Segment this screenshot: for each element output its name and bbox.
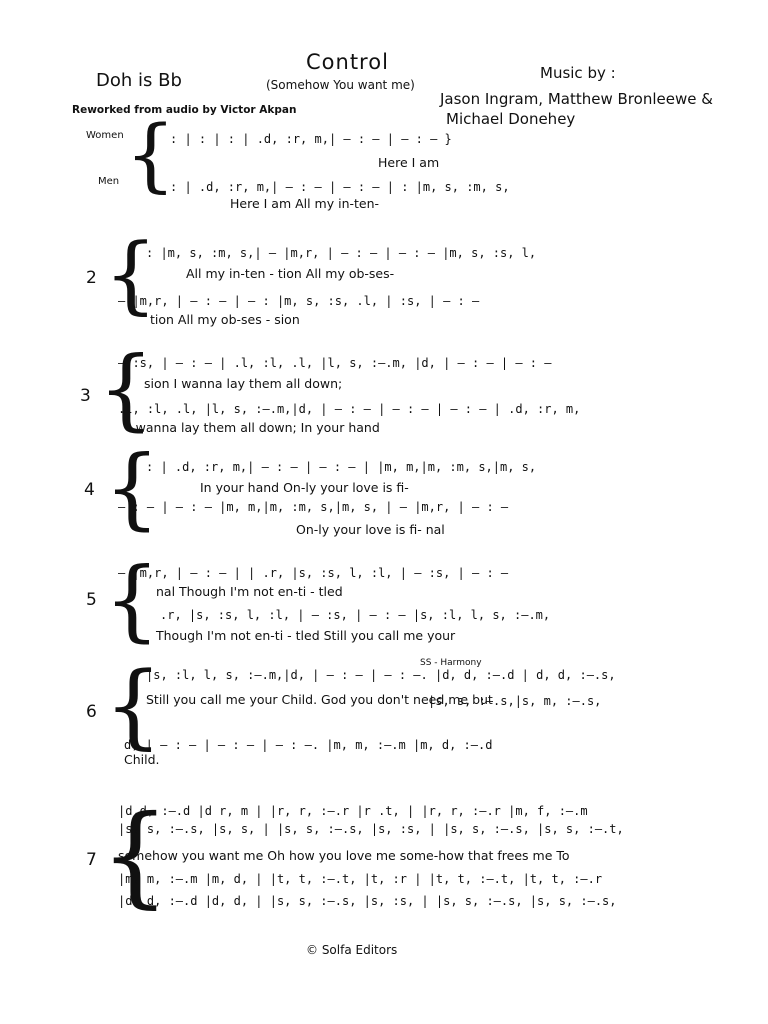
solfa-line: |m, m, :—.m |m, d, | |t, t, :—.t, |t, :r… bbox=[118, 872, 603, 886]
composer-label: Music by : bbox=[540, 64, 616, 82]
system-number: 7 bbox=[86, 850, 97, 870]
solfa-line: — |m,r, | — : — | | .r, |s, :s, l, :l, |… bbox=[118, 566, 509, 580]
lyric-line: Here I am bbox=[378, 155, 440, 170]
solfa-line: : |m, s, :m, s,| — |m,r, | — : — | — : —… bbox=[146, 246, 537, 260]
harmony-alt-line: |s, s, :—.s,|s, m, :—.s, bbox=[428, 694, 602, 708]
lyric-line: On-ly your love is fi- nal bbox=[296, 522, 445, 537]
solfa-line: .r, |s, :s, l, :l, | — :s, | — : — |s, :… bbox=[160, 608, 551, 622]
voice-label-men: Men bbox=[98, 176, 120, 187]
system-brace: { bbox=[104, 548, 160, 651]
lyric-line: Here I am All my in-ten- bbox=[230, 196, 380, 211]
system-brace: { bbox=[100, 791, 170, 919]
lyric-line: All my in-ten - tion All my ob-ses- bbox=[186, 266, 395, 281]
system-number: 4 bbox=[84, 480, 95, 500]
system-brace: { bbox=[104, 436, 160, 539]
solfa-alt-line: |s, s, :—.s, |s, s, | |s, s, :—.s, |s, :… bbox=[118, 822, 624, 836]
solfa-line: d, | — : — | — : — | — : —. |m, m, :—.m … bbox=[124, 738, 493, 752]
song-title: Control bbox=[306, 50, 389, 74]
voice-label-women: Women bbox=[86, 130, 124, 141]
song-subtitle: (Somehow You want me) bbox=[266, 78, 415, 92]
key-signature: Doh is Bb bbox=[96, 70, 182, 91]
rework-credit: Reworked from audio by Victor Akpan bbox=[72, 104, 297, 116]
system-brace: { bbox=[98, 337, 154, 440]
system-number: 3 bbox=[80, 386, 91, 406]
system-number: 2 bbox=[86, 268, 97, 288]
system-brace: { bbox=[104, 652, 163, 759]
lyric-line: In your hand On-ly your love is fi- bbox=[200, 480, 409, 495]
solfa-line: — : — | — : — |m, m,|m, :m, s,|m, s, | —… bbox=[118, 500, 509, 514]
solfa-line: : | .d, :r, m,| — : — | — : — | |m, m,|m… bbox=[146, 460, 537, 474]
lyric-line: sion I wanna lay them all down; bbox=[144, 376, 343, 391]
lyric-line: I wanna lay them all down; In your hand bbox=[128, 420, 380, 435]
solfa-line: .l, :l, .l, |l, s, :—.m,|d, | — : — | — … bbox=[118, 402, 581, 416]
composer-names-1: Jason Ingram, Matthew Bronleewe & bbox=[440, 90, 713, 108]
solfa-line: |d,d, :—.d |d r, m | |r, r, :—.r |r .t, … bbox=[118, 804, 588, 818]
solfa-line: |s, :l, l, s, :—.m,|d, | — : — | — : —. … bbox=[146, 668, 616, 682]
system-brace: { bbox=[125, 108, 176, 201]
solfa-alt-line: |d, d, :—.d |d, d, | |s, s, :—.s, |s, :s… bbox=[118, 894, 617, 908]
lyric-line: nal Though I'm not en-ti - tled bbox=[156, 584, 343, 599]
system-number: 6 bbox=[86, 702, 97, 722]
solfa-line: — :s, | — : — | .l, :l, .l, |l, s, :—.m,… bbox=[118, 356, 552, 370]
lyric-line: somehow you want me Oh how you love me s… bbox=[118, 848, 570, 863]
lyric-line: Though I'm not en-ti - tled Still you ca… bbox=[156, 628, 456, 643]
footer-credit: © Solfa Editors bbox=[306, 943, 398, 957]
system-number: 5 bbox=[86, 590, 97, 610]
solfa-line: : | : | : | .d, :r, m,| — : — | — : — } bbox=[170, 132, 452, 146]
composer-names-2: Michael Donehey bbox=[446, 110, 576, 128]
harmony-note: SS - Harmony bbox=[420, 658, 482, 668]
lyric-line: Child. bbox=[124, 752, 160, 767]
solfa-line: — |m,r, | — : — | — : |m, s, :s, .l, | :… bbox=[118, 294, 480, 308]
lyric-line: Still you call me your Child. God you do… bbox=[146, 692, 493, 707]
solfa-line: : | .d, :r, m,| — : — | — : — | : |m, s,… bbox=[170, 180, 510, 194]
system-brace: { bbox=[104, 225, 158, 323]
lyric-line: tion All my ob-ses - sion bbox=[150, 312, 300, 327]
